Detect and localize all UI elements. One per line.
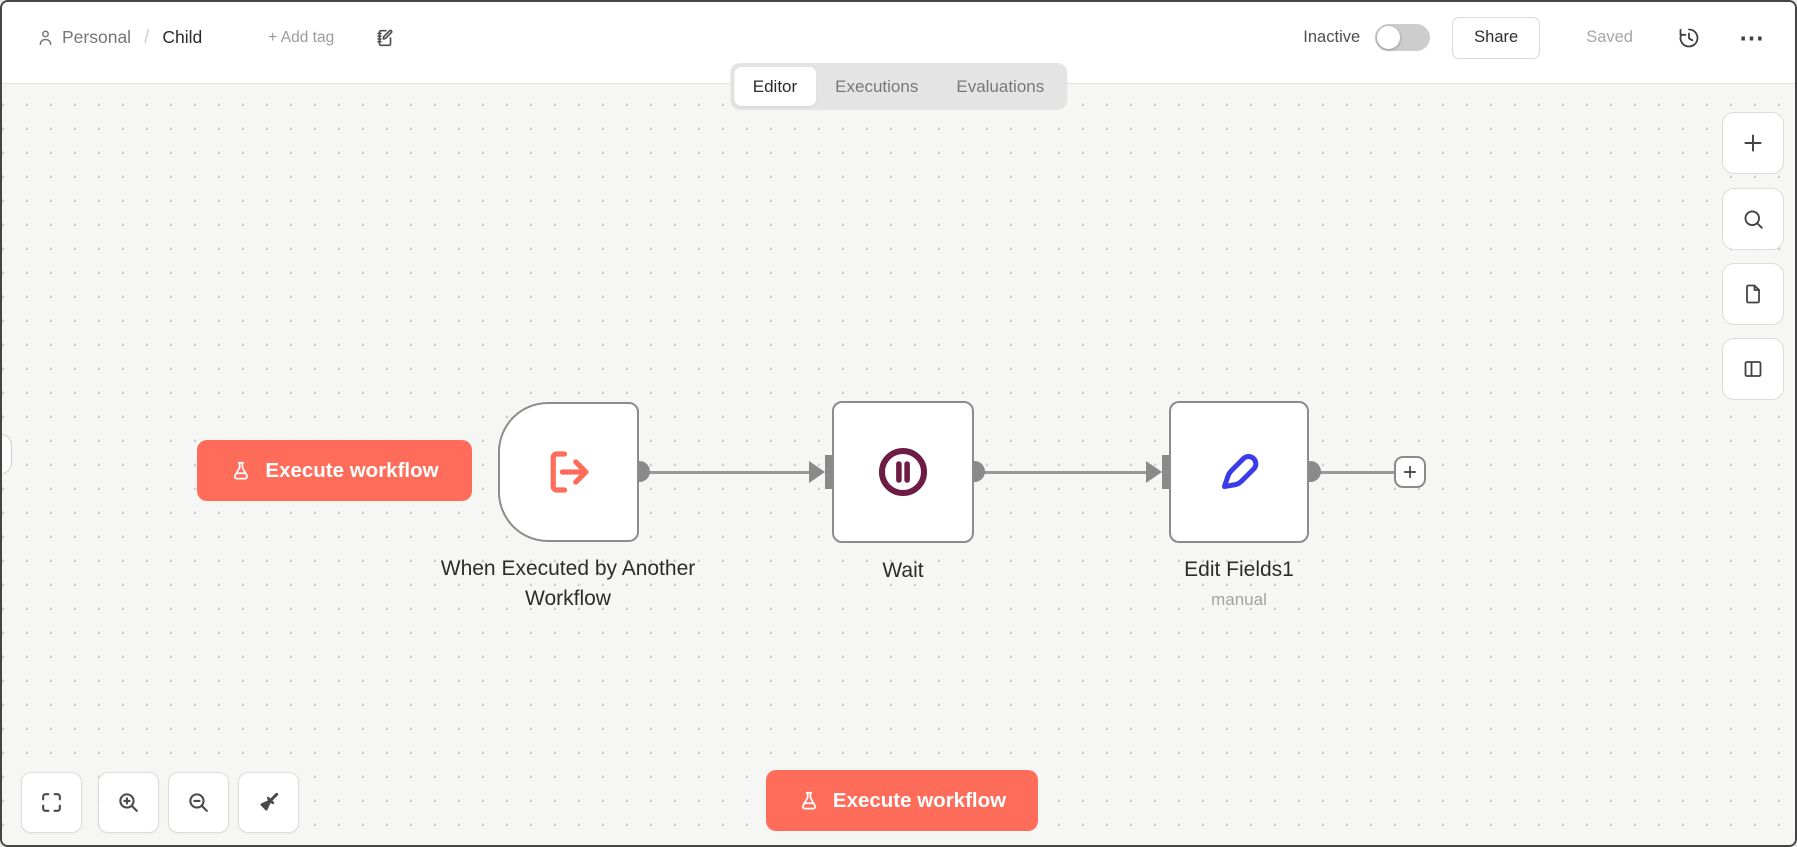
flask-icon (798, 790, 820, 812)
pause-circle-icon (874, 443, 932, 501)
history-clock-icon (1677, 26, 1701, 50)
person-icon (36, 28, 55, 47)
workflow-name[interactable]: Child (162, 27, 203, 47)
plus-icon (1740, 130, 1766, 156)
saved-status: Saved (1586, 28, 1633, 46)
notebook-pencil-icon (374, 27, 396, 49)
add-tag-button[interactable]: + Add tag (268, 28, 335, 46)
node-edit-fields[interactable] (1169, 401, 1309, 543)
more-options-button[interactable]: ⋯ (1739, 23, 1765, 52)
toggle-knob (1377, 26, 1401, 49)
workflow-status-label: Inactive (1303, 28, 1361, 46)
add-sticky-note-button[interactable] (1722, 263, 1784, 325)
zoom-out-button[interactable] (168, 772, 229, 833)
split-panel-icon (1741, 357, 1765, 381)
breadcrumb-separator: / (144, 26, 150, 48)
pen-icon (1214, 447, 1264, 497)
collapsed-sidebar-handle[interactable] (2, 434, 12, 474)
edit-note-button[interactable] (374, 27, 396, 49)
fit-view-icon (39, 790, 64, 815)
execute-workflow-button-bottom[interactable]: Execute workflow (766, 770, 1038, 831)
tab-executions[interactable]: Executions (835, 77, 919, 96)
zoom-in-button[interactable] (98, 772, 159, 833)
node-when-executed-by-another-workflow[interactable] (498, 402, 639, 542)
node-label-text: Edit Fields1 (1184, 558, 1294, 581)
search-icon (1741, 207, 1766, 232)
node-label-wait: Wait (882, 559, 924, 582)
connection-wait-to-edit[interactable] (979, 471, 1151, 474)
breadcrumb-project[interactable]: Personal (36, 27, 131, 48)
broom-icon (256, 790, 281, 815)
execute-workflow-trigger-icon (542, 445, 596, 499)
execute-workflow-label: Execute workflow (265, 458, 439, 482)
toggle-panel-button[interactable] (1722, 338, 1784, 400)
add-node-after-edit-button[interactable] (1394, 456, 1426, 488)
tab-editor[interactable]: Editor (733, 67, 817, 106)
execute-workflow-label: Execute workflow (832, 788, 1007, 812)
flask-icon (230, 460, 252, 482)
project-name: Personal (62, 27, 132, 47)
active-toggle[interactable] (1375, 24, 1431, 51)
zoom-out-icon (186, 790, 211, 815)
node-label-trigger: When Executed by Another Workflow (440, 557, 696, 610)
tidy-up-button[interactable] (238, 772, 299, 833)
tab-evaluations[interactable]: Evaluations (956, 77, 1045, 96)
workflow-canvas[interactable]: Execute workflow (2, 84, 1795, 845)
share-button[interactable]: Share (1452, 16, 1541, 59)
view-tabs: Editor Executions Evaluations (729, 63, 1068, 110)
search-canvas-button[interactable] (1722, 188, 1784, 250)
connection-edit-to-add[interactable] (1315, 471, 1396, 474)
zoom-in-icon (116, 790, 141, 815)
plus-icon (1401, 463, 1419, 481)
node-subtitle: manual (1211, 590, 1267, 609)
connection-trigger-to-wait[interactable] (644, 471, 814, 474)
node-wait[interactable] (832, 401, 974, 543)
file-icon (1741, 282, 1765, 306)
version-history-button[interactable] (1677, 26, 1701, 50)
execute-workflow-button-canvas[interactable]: Execute workflow (197, 440, 472, 501)
node-label-edit-fields: Edit Fields1 manual (1089, 555, 1389, 612)
open-nodes-panel-button[interactable] (1722, 112, 1784, 174)
zoom-to-fit-button[interactable] (21, 772, 82, 833)
